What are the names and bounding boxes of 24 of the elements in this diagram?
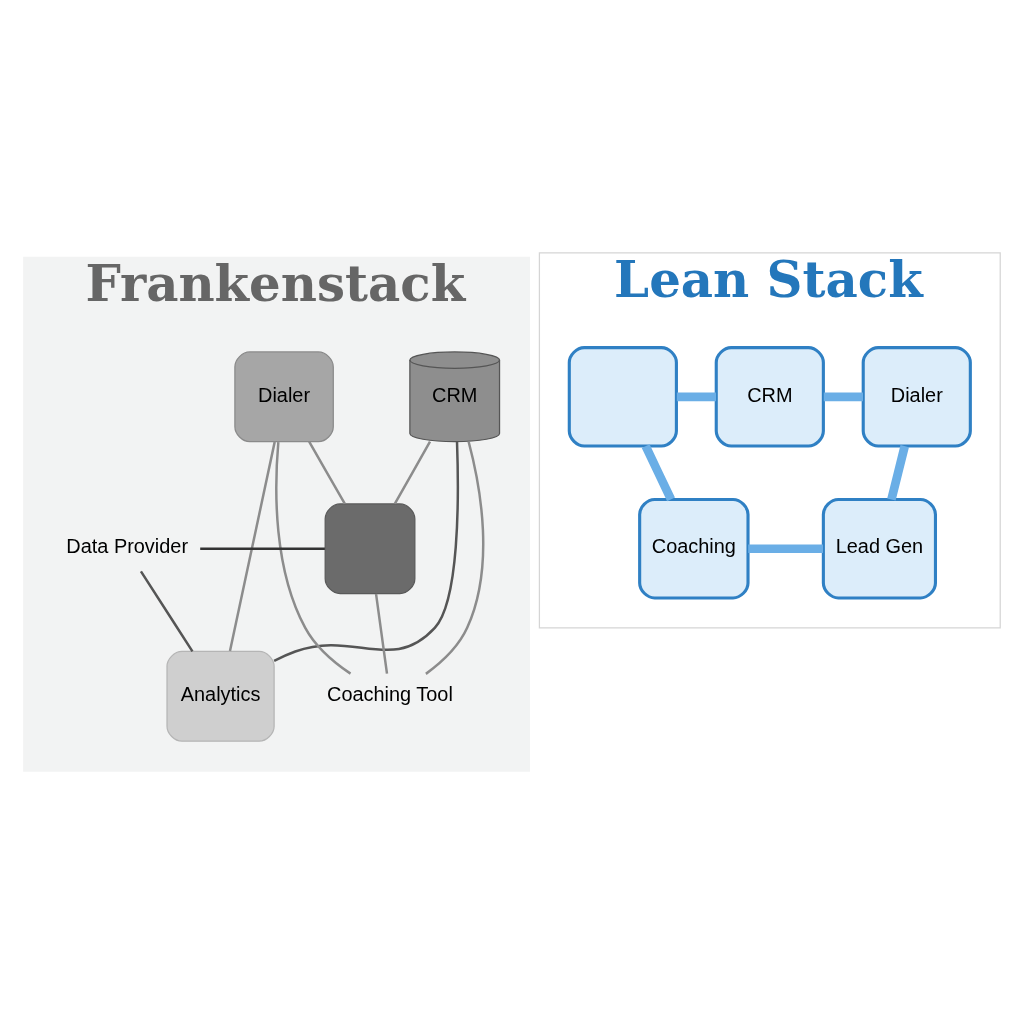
connector bbox=[308, 441, 346, 505]
connector bbox=[139, 570, 194, 653]
node-box: Coaching bbox=[638, 498, 750, 600]
node-box bbox=[324, 503, 416, 595]
connector bbox=[748, 544, 824, 554]
connector bbox=[393, 441, 432, 505]
connector bbox=[228, 441, 276, 652]
connector bbox=[823, 392, 863, 402]
node-box: Dialer bbox=[861, 346, 972, 448]
connector bbox=[200, 547, 325, 550]
node-text: Data Provider bbox=[66, 535, 189, 558]
connector bbox=[676, 392, 717, 402]
node-box: Analytics bbox=[166, 650, 275, 742]
connector bbox=[641, 444, 675, 502]
connector bbox=[374, 593, 389, 674]
node-box: CRM bbox=[714, 346, 825, 448]
node-text: Coaching Tool bbox=[327, 683, 453, 706]
connector bbox=[887, 445, 909, 501]
node-box: Lead Gen bbox=[821, 498, 937, 600]
connector bbox=[425, 441, 485, 675]
node-box: Dialer bbox=[234, 351, 334, 443]
connector bbox=[273, 441, 460, 662]
node-box bbox=[567, 346, 678, 448]
connector bbox=[275, 441, 352, 675]
